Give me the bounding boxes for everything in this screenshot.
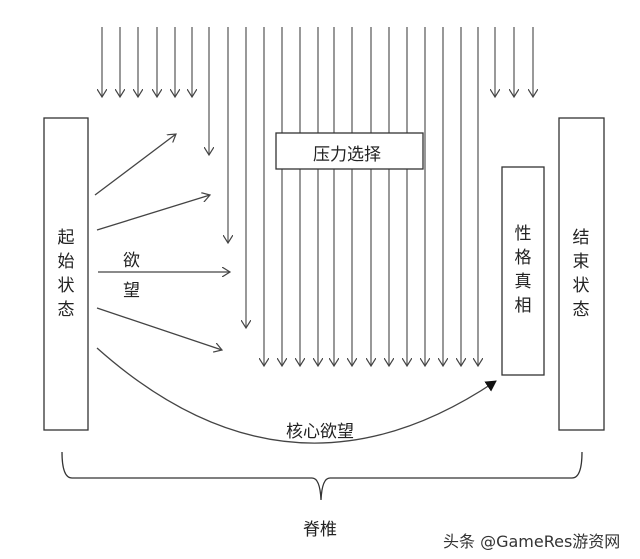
core-desire-label: 核心欲望 (286, 422, 354, 442)
desire-arrow (96, 195, 210, 231)
desire-arrows (94, 134, 230, 350)
desire-arrow (94, 134, 176, 196)
pressure-label: 压力选择 (313, 145, 381, 165)
start-state-box (43, 117, 89, 431)
pressure-box (275, 132, 424, 170)
desire-label-1: 欲 (123, 251, 140, 271)
pressure-arrows (102, 27, 533, 366)
desire-label-2: 望 (123, 281, 140, 301)
spine-label: 脊椎 (303, 520, 337, 540)
end-state-box (558, 117, 605, 431)
spine-brace (61, 451, 583, 501)
start-state-label: 起始状态 (57, 228, 75, 320)
end-state-label: 结束状态 (572, 228, 590, 320)
desire-arrow (96, 307, 222, 350)
watermark: 头条 @GameRes游资网 (443, 532, 621, 551)
truth-label: 性格真相 (514, 224, 532, 316)
truth-box (501, 166, 545, 376)
core-desire-curve (96, 347, 497, 444)
